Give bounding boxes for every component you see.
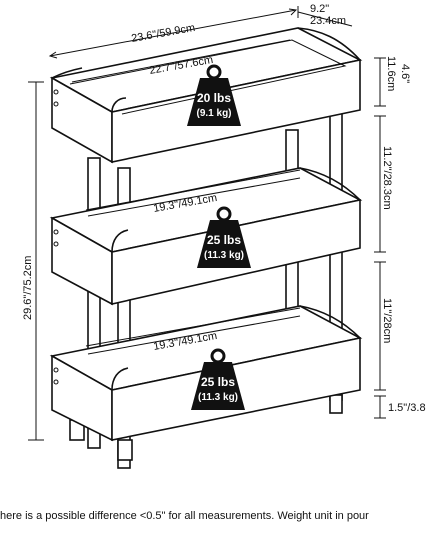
svg-text:11.2"/28.3cm: 11.2"/28.3cm <box>381 146 393 210</box>
weight-top-kg: (9.1 kg) <box>196 108 231 119</box>
measurement-footnote: here is a possible difference <0.5" for … <box>0 510 369 522</box>
lower-gap-cm-label: 28cm <box>381 316 393 343</box>
leg-cm-label: 3.8 <box>410 402 425 414</box>
weight-icon <box>197 206 251 268</box>
outer-width-in-label: 23.6" <box>130 29 157 45</box>
weight-bottom-kg: (11.3 kg) <box>198 392 238 403</box>
weight-middle-lbs: 25 lbs <box>207 233 241 247</box>
svg-text:1.5"/3.8: 1.5"/3.8 <box>388 402 426 414</box>
weight-badge-middle: 25 lbs (11.3 kg) <box>197 206 251 268</box>
lower-gap-in-label: 11" <box>381 298 393 313</box>
top-rail-in-label: 4.6" <box>399 64 411 83</box>
depth-cm-label: 23.4cm <box>310 15 346 27</box>
height-cm-label: 75.2cm <box>22 256 34 292</box>
depth-in-label: 9.2" <box>310 3 329 15</box>
weight-icon <box>191 348 245 410</box>
svg-text:11"/28cm: 11"/28cm <box>381 298 393 343</box>
weight-bottom-lbs: 25 lbs <box>201 375 235 389</box>
bottom-shelf-width-in-label: 19.3" <box>152 337 179 353</box>
outer-width-cm-label: 59.9cm <box>158 22 196 40</box>
weight-icon <box>187 64 241 126</box>
inner-width-in-label: 22.7" <box>148 61 175 77</box>
leg-in-label: 1.5" <box>388 402 407 414</box>
svg-text:29.6"/75.2cm: 29.6"/75.2cm <box>22 256 34 320</box>
top-rail-cm-label: 11.6cm <box>385 56 397 91</box>
weight-badge-bottom: 25 lbs (11.3 kg) <box>191 348 245 410</box>
bookshelf-drawing <box>49 27 363 469</box>
weight-middle-kg: (11.3 kg) <box>204 250 244 261</box>
weight-top-lbs: 20 lbs <box>197 91 231 105</box>
height-in-label: 29.6" <box>22 295 34 320</box>
upper-gap-cm-label: 28.3cm <box>381 174 393 210</box>
dimension-labels: 9.2" 23.4cm 23.6"/59.9cm 22.7"/57.6cm 19… <box>22 3 426 414</box>
svg-text:23.6"/59.9cm: 23.6"/59.9cm <box>130 22 196 45</box>
middle-shelf-width-in-label: 19.3" <box>152 199 179 215</box>
weight-badge-top: 20 lbs (9.1 kg) <box>187 64 241 126</box>
screw-holes <box>53 89 59 385</box>
upper-gap-in-label: 11.2" <box>381 146 393 171</box>
dimension-lines <box>28 6 386 441</box>
